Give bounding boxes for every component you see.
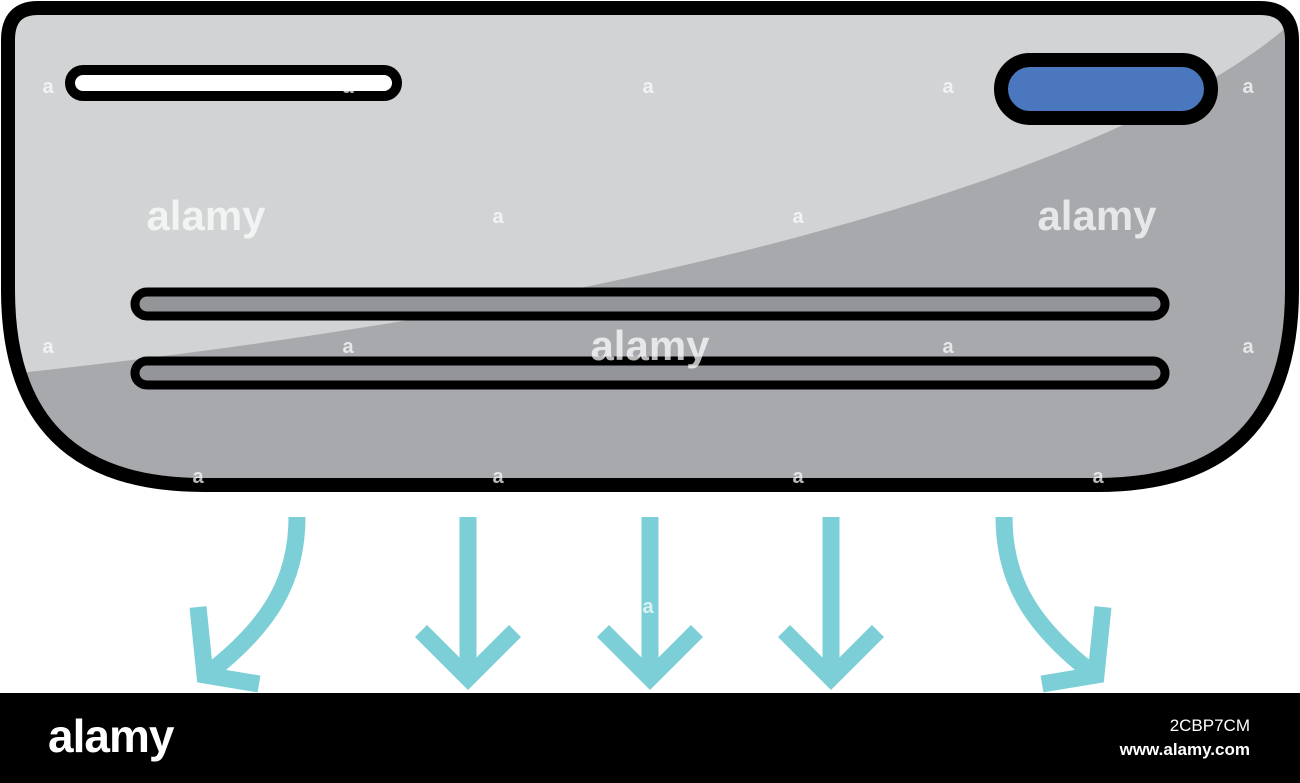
airflow-arrows — [189, 516, 1112, 693]
watermark-mark: a — [42, 336, 54, 358]
body-outline — [1, 1, 1299, 492]
watermark-mark: a — [942, 336, 954, 358]
watermark-mark: a — [342, 76, 354, 98]
watermark-mark: a — [492, 466, 504, 488]
watermark-mark: a — [642, 76, 654, 98]
watermark-mark: a — [942, 76, 954, 98]
watermark-mark: a — [42, 76, 54, 98]
airflow-arrow-icon — [777, 517, 885, 691]
airflow-arrow-icon — [189, 516, 306, 693]
watermark-mark: a — [642, 596, 654, 618]
alamy-logo: alamy — [48, 710, 174, 762]
power-indicator — [65, 65, 402, 101]
vent-slot-upper — [130, 287, 1170, 321]
watermark-mark: a — [792, 466, 804, 488]
watermark-mark: a — [342, 336, 354, 358]
watermark-mark: a — [1242, 336, 1254, 358]
watermark-mark: a — [1092, 466, 1104, 488]
vent-slot-lower — [130, 356, 1170, 390]
site-url: www.alamy.com — [1119, 740, 1250, 759]
watermark-text: alamy — [1037, 192, 1157, 239]
air-conditioner-icon — [1, 1, 1299, 492]
watermark-mark: a — [792, 206, 804, 228]
stock-footer-bar: alamy 2CBP7CM www.alamy.com — [0, 693, 1300, 783]
airflow-arrow-icon — [596, 517, 704, 691]
image-id: 2CBP7CM — [1169, 716, 1250, 735]
watermark: alamy alamy alamy a a a a a a a a a a a … — [42, 76, 1254, 618]
watermark-mark: a — [1242, 76, 1254, 98]
airflow-arrow-icon — [995, 516, 1112, 693]
display-panel — [994, 53, 1218, 125]
watermark-mark: a — [192, 466, 204, 488]
watermark-mark: a — [492, 206, 504, 228]
watermark-text: alamy — [590, 322, 710, 369]
watermark-text: alamy — [146, 192, 266, 239]
airflow-arrow-icon — [414, 517, 522, 691]
